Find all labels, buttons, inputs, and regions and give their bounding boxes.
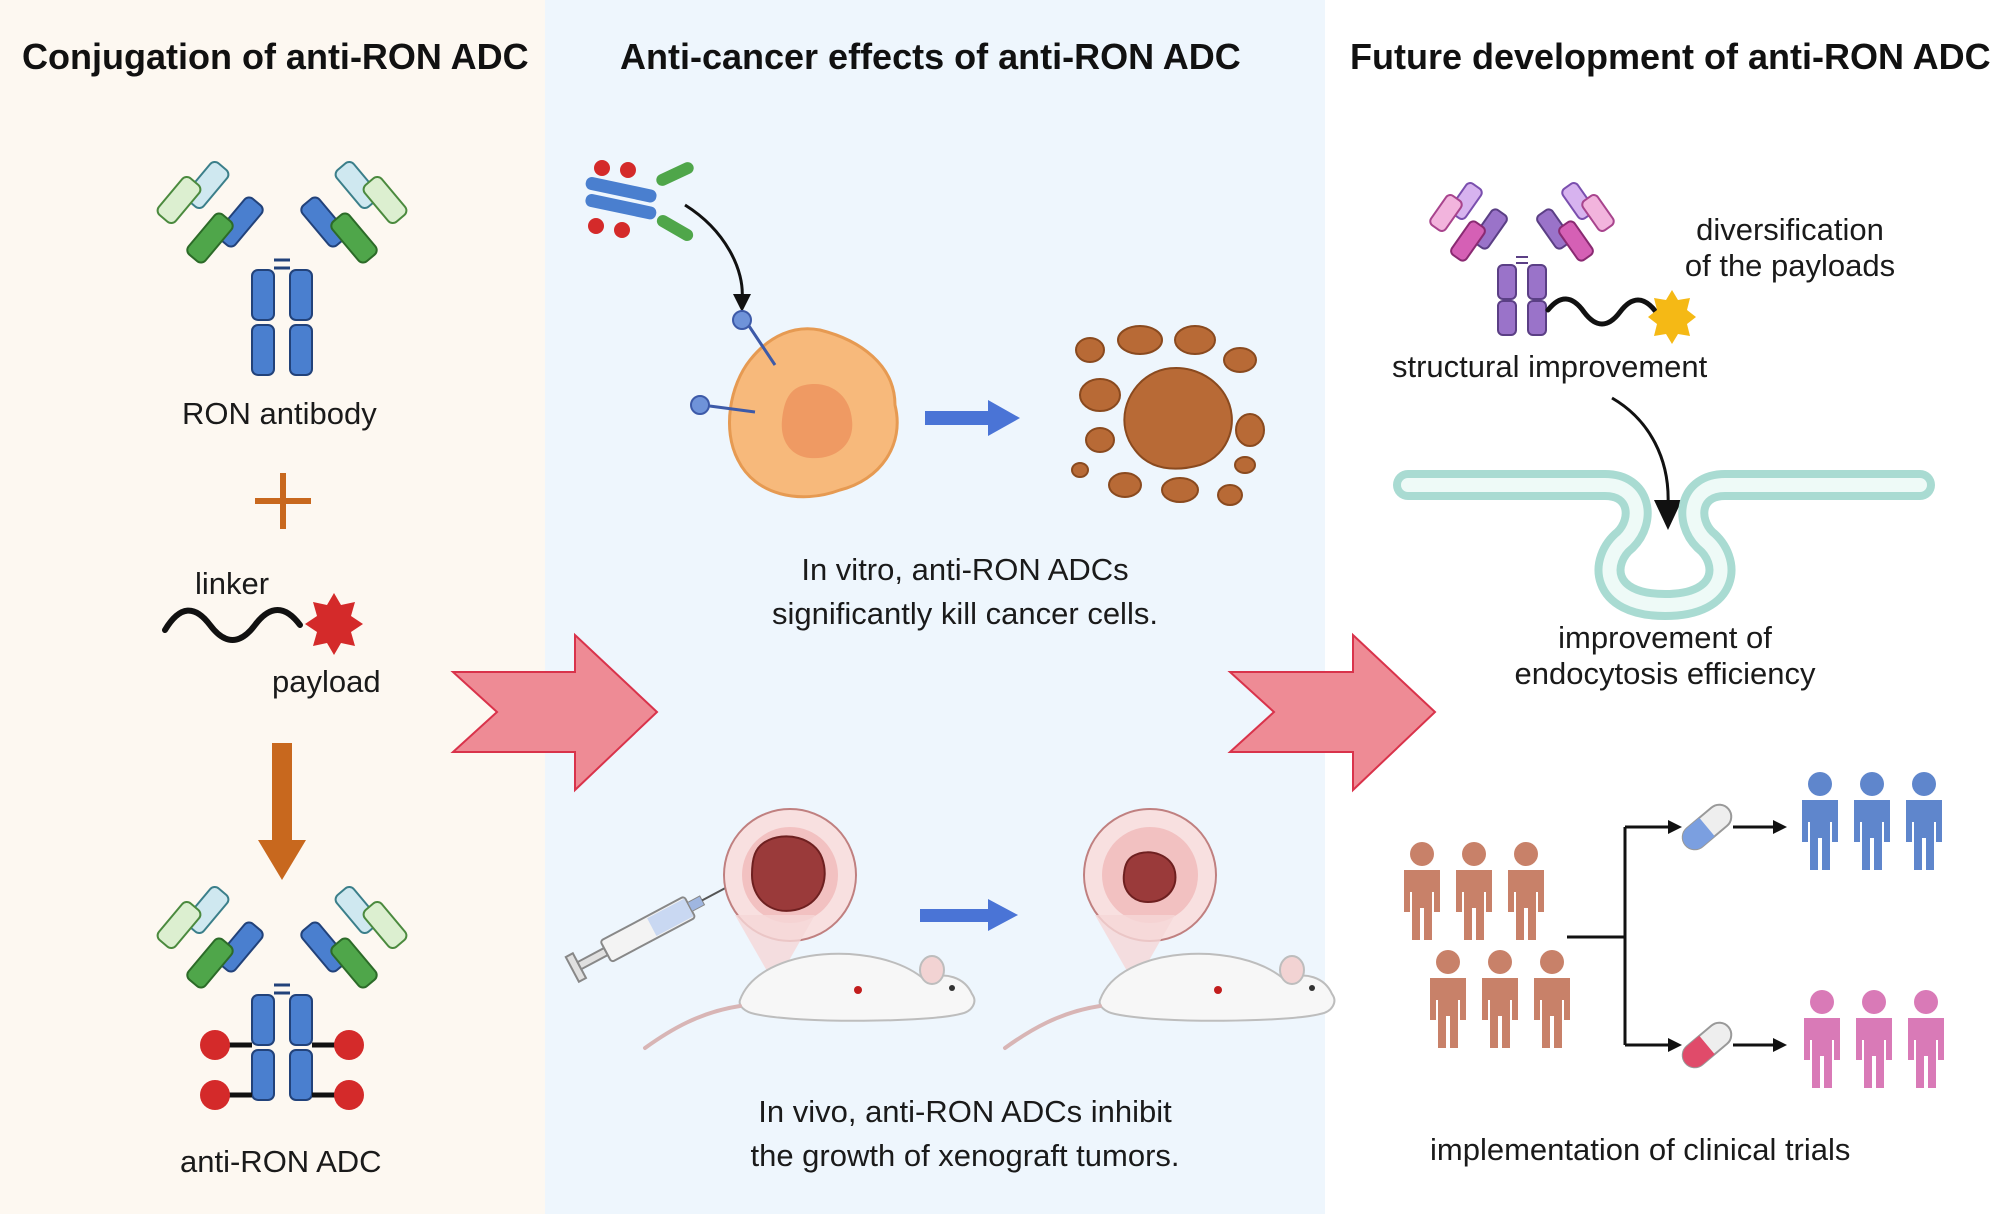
payload-div-line1: diversification bbox=[1696, 212, 1884, 247]
endocytosis-caption: improvement of endocytosis efficiency bbox=[1480, 620, 1850, 692]
membrane-icon bbox=[1393, 470, 1935, 621]
pill-icon bbox=[1681, 803, 1733, 851]
conjugation-title: Conjugation of anti-RON ADC bbox=[22, 36, 529, 77]
plus-icon bbox=[255, 473, 311, 529]
in-vitro-line2: significantly kill cancer cells. bbox=[772, 596, 1158, 631]
mouse-icon bbox=[643, 951, 977, 1050]
pill-icon bbox=[1681, 1021, 1733, 1069]
tumor-icon bbox=[723, 808, 857, 985]
mouse-icon bbox=[1003, 951, 1337, 1050]
syringe-icon bbox=[564, 881, 737, 984]
payload-icon bbox=[305, 593, 363, 655]
antibody-icon bbox=[156, 160, 408, 376]
cancer-cell-icon bbox=[690, 310, 899, 499]
anticancer-title: Anti-cancer effects of anti-RON ADC bbox=[620, 36, 1241, 77]
payload-label: payload bbox=[272, 664, 381, 699]
big-right-arrow-icon bbox=[1227, 632, 1437, 793]
payload-icon bbox=[1648, 290, 1696, 344]
adc-icon bbox=[156, 885, 408, 1110]
blue-arrow-icon bbox=[920, 899, 1018, 931]
in-vivo-line1: In vivo, anti-RON ADCs inhibit bbox=[758, 1094, 1172, 1129]
in-vitro-caption: In vitro, anti-RON ADCs significantly ki… bbox=[725, 548, 1205, 636]
people-icon bbox=[1802, 772, 1942, 870]
tumor-icon bbox=[1083, 808, 1217, 985]
adc-icon bbox=[585, 160, 694, 241]
endocytosis-line2: endocytosis efficiency bbox=[1514, 656, 1816, 691]
clinical-label: implementation of clinical trials bbox=[1430, 1132, 1851, 1167]
trial-branch bbox=[1567, 825, 1775, 1047]
linker-icon bbox=[1545, 296, 1659, 327]
future-title: Future development of anti-RON ADC bbox=[1350, 36, 1991, 77]
antibody-label: RON antibody bbox=[182, 396, 377, 431]
payload-div-line2: of the payloads bbox=[1684, 248, 1896, 283]
dead-cell-icon bbox=[1071, 325, 1265, 506]
big-right-arrow-icon bbox=[450, 632, 659, 793]
payload-diversification-caption: diversification of the payloads bbox=[1660, 212, 1920, 284]
in-vivo-line2: the growth of xenograft tumors. bbox=[750, 1138, 1180, 1173]
linker-icon bbox=[162, 607, 303, 643]
linker-label: linker bbox=[195, 566, 270, 601]
endocytosis-line1: improvement of bbox=[1558, 620, 1772, 655]
blue-arrow-icon bbox=[925, 400, 1020, 436]
adc-label: anti-RON ADC bbox=[180, 1144, 382, 1179]
structural-label: structural improvement bbox=[1392, 349, 1708, 384]
antibody-icon bbox=[1429, 182, 1615, 336]
in-vivo-caption: In vivo, anti-RON ADCs inhibit the growt… bbox=[715, 1090, 1215, 1178]
people-icon bbox=[1804, 990, 1944, 1088]
people-icon bbox=[1404, 842, 1570, 1048]
in-vitro-line1: In vitro, anti-RON ADCs bbox=[801, 552, 1129, 587]
down-arrow-icon bbox=[258, 743, 306, 880]
